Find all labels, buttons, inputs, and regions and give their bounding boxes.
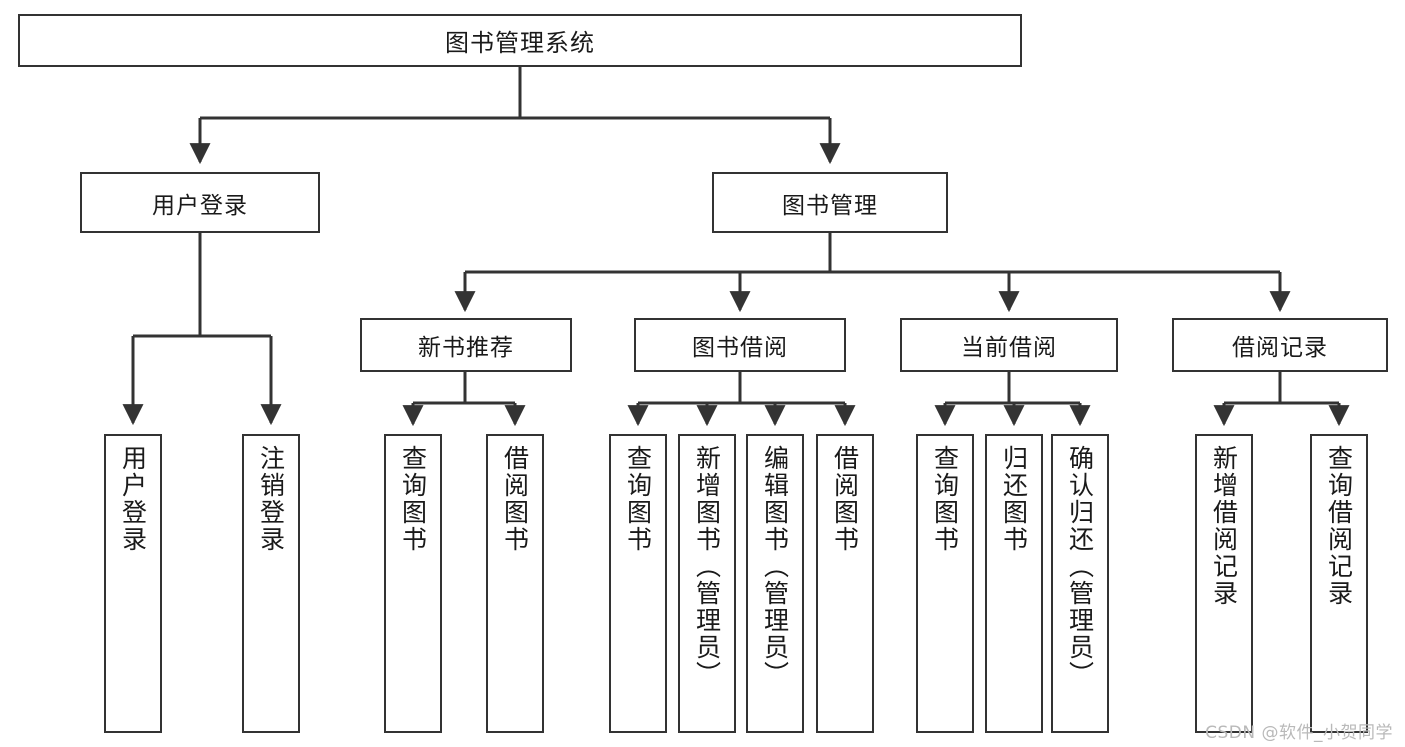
leaf-current-return-book[interactable]: 归还图书 (985, 434, 1043, 733)
node-user-login-label: 用户登录 (152, 192, 248, 219)
leaf-borrow-query-book[interactable]: 查询图书 (609, 434, 667, 733)
csdn-watermark: CSDN @软件_小贺同学 (1205, 723, 1393, 743)
node-new-book-recommend-label: 新书推荐 (418, 335, 514, 361)
node-new-book-recommend[interactable]: 新书推荐 (360, 318, 572, 372)
leaf-current-confirm-return-label: 确认归还（管理员） (1065, 445, 1095, 688)
leaf-newbook-query-book[interactable]: 查询图书 (384, 434, 442, 733)
node-book-borrow[interactable]: 图书借阅 (634, 318, 846, 372)
leaf-user-login-label: 用户登录 (118, 445, 148, 553)
node-current-borrow-label: 当前借阅 (961, 335, 1057, 361)
leaf-newbook-query-book-label: 查询图书 (398, 445, 428, 553)
node-borrow-record[interactable]: 借阅记录 (1172, 318, 1388, 372)
node-book-management-label: 图书管理 (782, 192, 878, 219)
node-borrow-record-label: 借阅记录 (1232, 335, 1328, 361)
leaf-borrow-edit-book-label: 编辑图书（管理员） (760, 445, 790, 688)
node-root[interactable]: 图书管理系统 (18, 14, 1022, 67)
leaf-borrow-borrow-book[interactable]: 借阅图书 (816, 434, 874, 733)
leaf-borrow-borrow-book-label: 借阅图书 (830, 445, 860, 553)
leaf-newbook-borrow-book-label: 借阅图书 (500, 445, 530, 553)
node-current-borrow[interactable]: 当前借阅 (900, 318, 1118, 372)
leaf-current-return-book-label: 归还图书 (999, 445, 1029, 553)
leaf-current-confirm-return[interactable]: 确认归还（管理员） (1051, 434, 1109, 733)
leaf-record-add-record-label: 新增借阅记录 (1209, 445, 1239, 607)
node-root-label: 图书管理系统 (445, 29, 595, 57)
leaf-newbook-borrow-book[interactable]: 借阅图书 (486, 434, 544, 733)
leaf-current-query-book-label: 查询图书 (930, 445, 960, 553)
node-book-borrow-label: 图书借阅 (692, 335, 788, 361)
leaf-record-query-record-label: 查询借阅记录 (1324, 445, 1354, 607)
leaf-borrow-add-book-label: 新增图书（管理员） (692, 445, 722, 688)
leaf-user-logout-label: 注销登录 (256, 445, 286, 553)
leaf-current-query-book[interactable]: 查询图书 (916, 434, 974, 733)
node-user-login[interactable]: 用户登录 (80, 172, 320, 233)
leaf-borrow-edit-book[interactable]: 编辑图书（管理员） (746, 434, 804, 733)
leaf-user-logout[interactable]: 注销登录 (242, 434, 300, 733)
leaf-record-add-record[interactable]: 新增借阅记录 (1195, 434, 1253, 733)
leaf-borrow-query-book-label: 查询图书 (623, 445, 653, 553)
leaf-borrow-add-book[interactable]: 新增图书（管理员） (678, 434, 736, 733)
node-book-management[interactable]: 图书管理 (712, 172, 948, 233)
leaf-record-query-record[interactable]: 查询借阅记录 (1310, 434, 1368, 733)
leaf-user-login[interactable]: 用户登录 (104, 434, 162, 733)
